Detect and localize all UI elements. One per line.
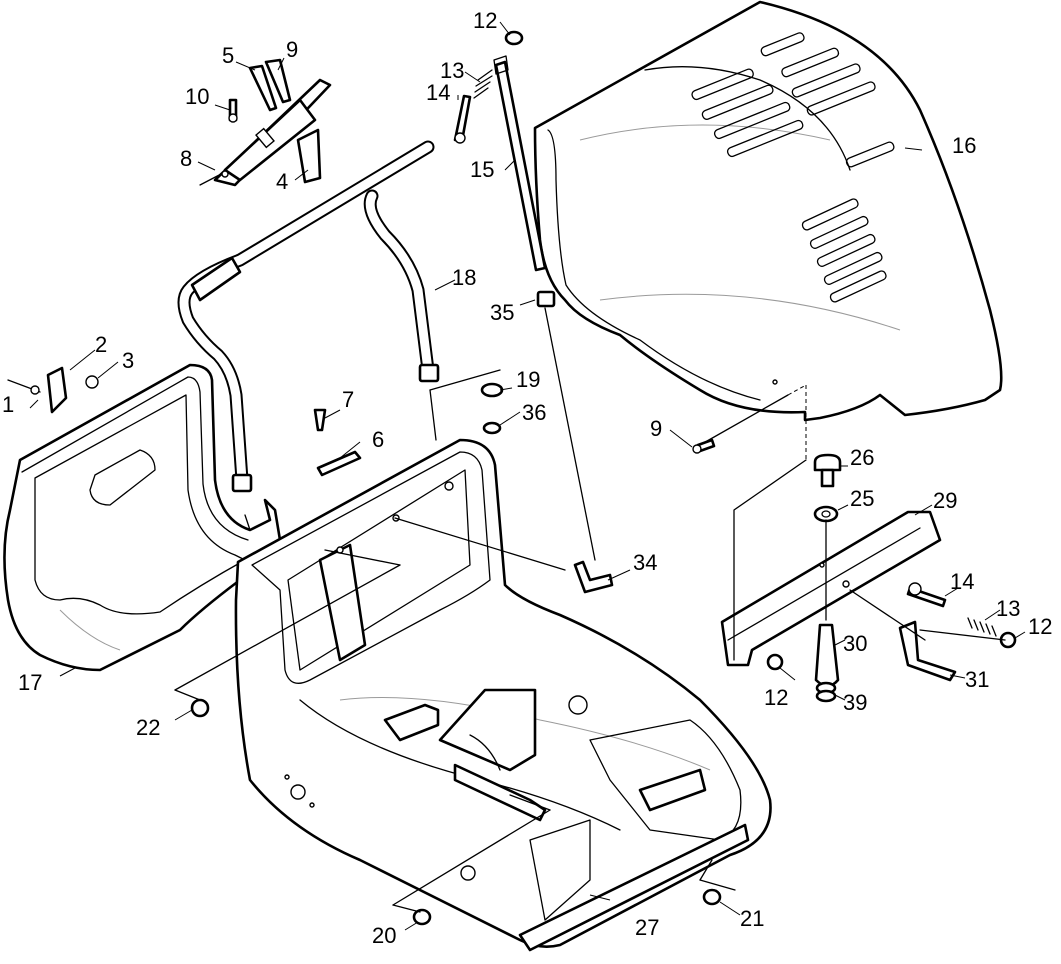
knob-30 bbox=[814, 623, 840, 688]
callout-10: 10 bbox=[185, 84, 209, 109]
hood-vent-slots-side bbox=[801, 198, 887, 303]
bracket-assembly-4-8 bbox=[199, 78, 332, 187]
nut-19-36 bbox=[480, 382, 504, 435]
callout-8: 8 bbox=[180, 146, 192, 171]
handle-tube bbox=[177, 140, 440, 493]
plug-21 bbox=[702, 888, 722, 906]
screw-9-left bbox=[692, 438, 716, 454]
callout-18: 18 bbox=[452, 265, 476, 290]
spring-13-right bbox=[967, 617, 997, 637]
callout-25: 25 bbox=[850, 486, 874, 511]
latch-parts-1-3 bbox=[7, 366, 99, 414]
callout-12-right: 12 bbox=[1028, 614, 1052, 639]
callout-13: 13 bbox=[440, 58, 464, 83]
hood-vent-slots-upper bbox=[691, 32, 895, 168]
bolt-26 bbox=[813, 453, 842, 488]
callout-9-right: 9 bbox=[650, 416, 662, 441]
callout-26: 26 bbox=[850, 445, 874, 470]
nut-12-top bbox=[504, 30, 524, 46]
washer-25 bbox=[813, 505, 839, 523]
handle-grip bbox=[190, 256, 242, 302]
nut-12-rail bbox=[766, 653, 784, 671]
mounting-rail-29 bbox=[720, 510, 942, 667]
plug-22 bbox=[190, 698, 210, 718]
rivet-10 bbox=[228, 98, 238, 123]
callout-17: 17 bbox=[18, 670, 42, 695]
leader-lines bbox=[29, 21, 1026, 931]
callout-7: 7 bbox=[342, 387, 354, 412]
bolt-14-right bbox=[906, 582, 947, 608]
callout-31: 31 bbox=[965, 667, 989, 692]
clip-6-screw-7 bbox=[313, 408, 362, 477]
hood-cover bbox=[533, 0, 1003, 422]
callout-20: 20 bbox=[372, 923, 396, 948]
spring-39 bbox=[815, 681, 837, 703]
callout-2: 2 bbox=[95, 332, 107, 357]
callout-35: 35 bbox=[490, 300, 514, 325]
spring-13-bolt-14 bbox=[453, 69, 493, 144]
callout-16: 16 bbox=[952, 133, 976, 158]
callout-12: 12 bbox=[473, 8, 497, 33]
callout-1: 1 bbox=[2, 392, 14, 417]
callout-29: 29 bbox=[933, 488, 957, 513]
callout-13-right: 13 bbox=[996, 596, 1020, 621]
callout-6: 6 bbox=[372, 427, 384, 452]
callout-4: 4 bbox=[276, 169, 288, 194]
callout-15: 15 bbox=[470, 157, 494, 182]
callout-14-right: 14 bbox=[950, 569, 974, 594]
callout-34: 34 bbox=[633, 550, 657, 575]
callout-14: 14 bbox=[426, 80, 450, 105]
callout-19: 19 bbox=[516, 367, 540, 392]
callout-labels: 12 5 9 10 8 4 13 14 15 16 2 3 1 18 35 7 … bbox=[2, 8, 1052, 948]
callout-5: 5 bbox=[222, 43, 234, 68]
callout-30: 30 bbox=[843, 631, 867, 656]
side-panel bbox=[3, 363, 282, 672]
main-chassis bbox=[234, 438, 772, 948]
bolts-5-9 bbox=[248, 58, 292, 112]
callout-27: 27 bbox=[635, 915, 659, 940]
grommet-35 bbox=[536, 290, 556, 308]
callout-3: 3 bbox=[122, 348, 134, 373]
callout-9: 9 bbox=[286, 37, 298, 62]
callout-22: 22 bbox=[136, 715, 160, 740]
plug-20 bbox=[412, 908, 432, 926]
latch-31 bbox=[898, 620, 957, 682]
callout-39: 39 bbox=[843, 690, 867, 715]
callout-21: 21 bbox=[740, 906, 764, 931]
callout-12-rail: 12 bbox=[764, 685, 788, 710]
skid-rail-27 bbox=[518, 823, 750, 952]
callout-36: 36 bbox=[522, 400, 546, 425]
rod bbox=[493, 55, 556, 308]
bracket-34 bbox=[573, 560, 614, 594]
